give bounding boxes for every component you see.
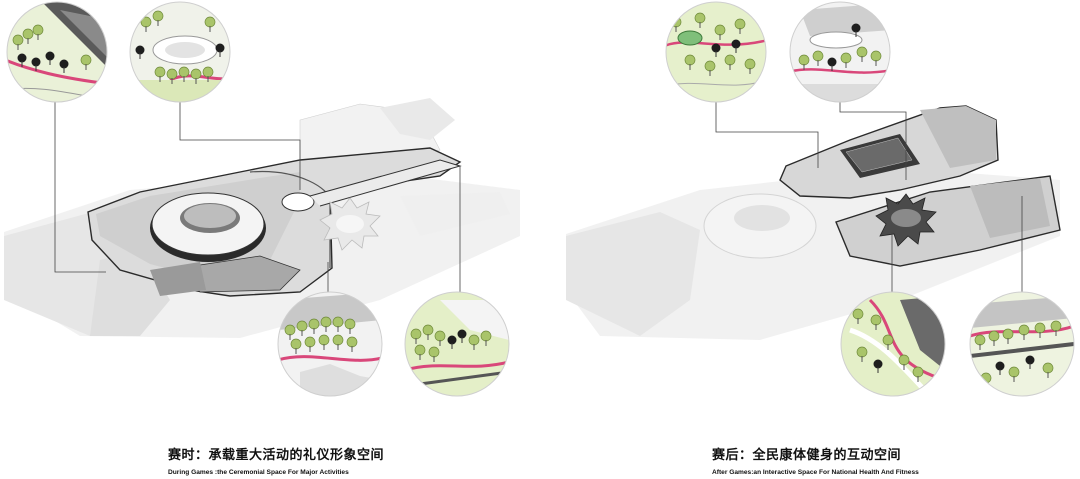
right-caption-chinese: 赛后：全民康体健身的互动空间: [712, 448, 902, 463]
left-caption-english: During Games :the Ceremonial Space For M…: [168, 469, 349, 476]
right-caption: 赛后：全民康体健身的互动空间 After Games:an Interactiv…: [712, 444, 919, 476]
right-caption-english: After Games:an Interactive Space For Nat…: [712, 469, 919, 476]
right-inset-4: [970, 292, 1074, 396]
left-inset-1: [7, 2, 107, 102]
left-inset-4: [405, 292, 509, 396]
left-caption: 赛时：承载重大活动的礼仪形象空间 During Games :the Cerem…: [168, 444, 384, 476]
right-inset-1: [666, 2, 766, 102]
right-inset-3: [841, 292, 945, 396]
left-caption-chinese: 赛时：承载重大活动的礼仪形象空间: [168, 448, 385, 463]
left-inset-3: [278, 292, 382, 396]
right-inset-2: [790, 2, 890, 102]
right-site-plan: [566, 102, 1061, 340]
left-site-plan: [4, 98, 520, 338]
left-inset-2: [130, 2, 230, 102]
